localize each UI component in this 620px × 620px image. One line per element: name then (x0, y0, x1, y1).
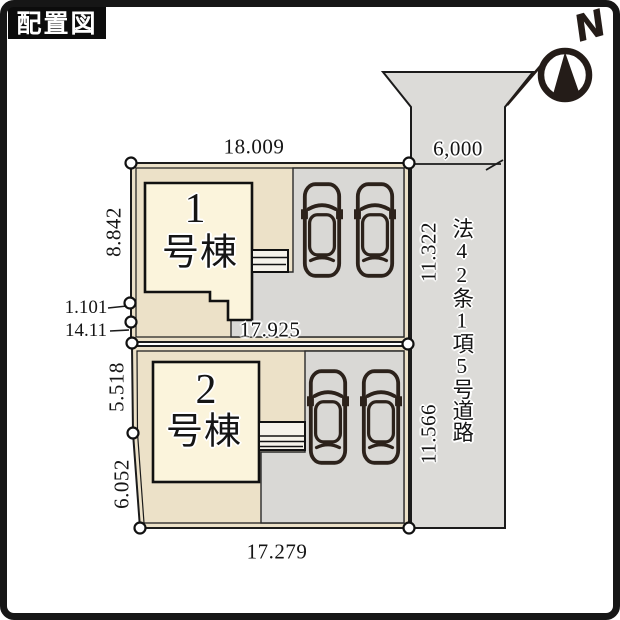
lot1-dim-top: 18.009 (223, 134, 285, 159)
building2-entrance-steps (258, 421, 306, 451)
road-direction-line (506, 61, 545, 106)
building1-number: 1 (184, 186, 206, 232)
survey-point-markers (123, 156, 416, 535)
road-dim-width: 6,000 (433, 136, 483, 161)
leader-1411 (109, 329, 130, 332)
lot1-dim-left: 8.842 (101, 207, 126, 257)
building2-suffix: 号棟 (166, 411, 242, 453)
building1-entrance-steps (251, 249, 289, 273)
building2-number: 2 (195, 367, 217, 413)
road-area (380, 71, 536, 529)
north-compass-icon (537, 47, 593, 103)
road-name: 法42条1項5号道路 (449, 217, 474, 443)
north-label: N (572, 0, 608, 52)
lot1-dim-bottom: 17.925 (239, 317, 301, 342)
drawing-title-text: 配置図 (16, 8, 98, 38)
building1-suffix: 号棟 (162, 232, 238, 274)
lot1-dim-right: 11.322 (416, 222, 441, 282)
lot1-dim-left-lower1: 1.101 (64, 297, 108, 318)
lot2-dim-left-lower: 6.052 (109, 459, 134, 509)
lot1-dim-left-lower2: 14.11 (64, 320, 108, 341)
road-width-dimension-line (411, 159, 504, 171)
lot2-dim-left-upper: 5.518 (104, 362, 129, 412)
lot2-dim-right: 11.566 (416, 404, 441, 464)
drawing-title: 配置図 (8, 4, 106, 39)
lot2-dim-bottom: 17.279 (246, 539, 308, 564)
leader-1101 (107, 305, 128, 309)
building1-outline (143, 181, 254, 322)
